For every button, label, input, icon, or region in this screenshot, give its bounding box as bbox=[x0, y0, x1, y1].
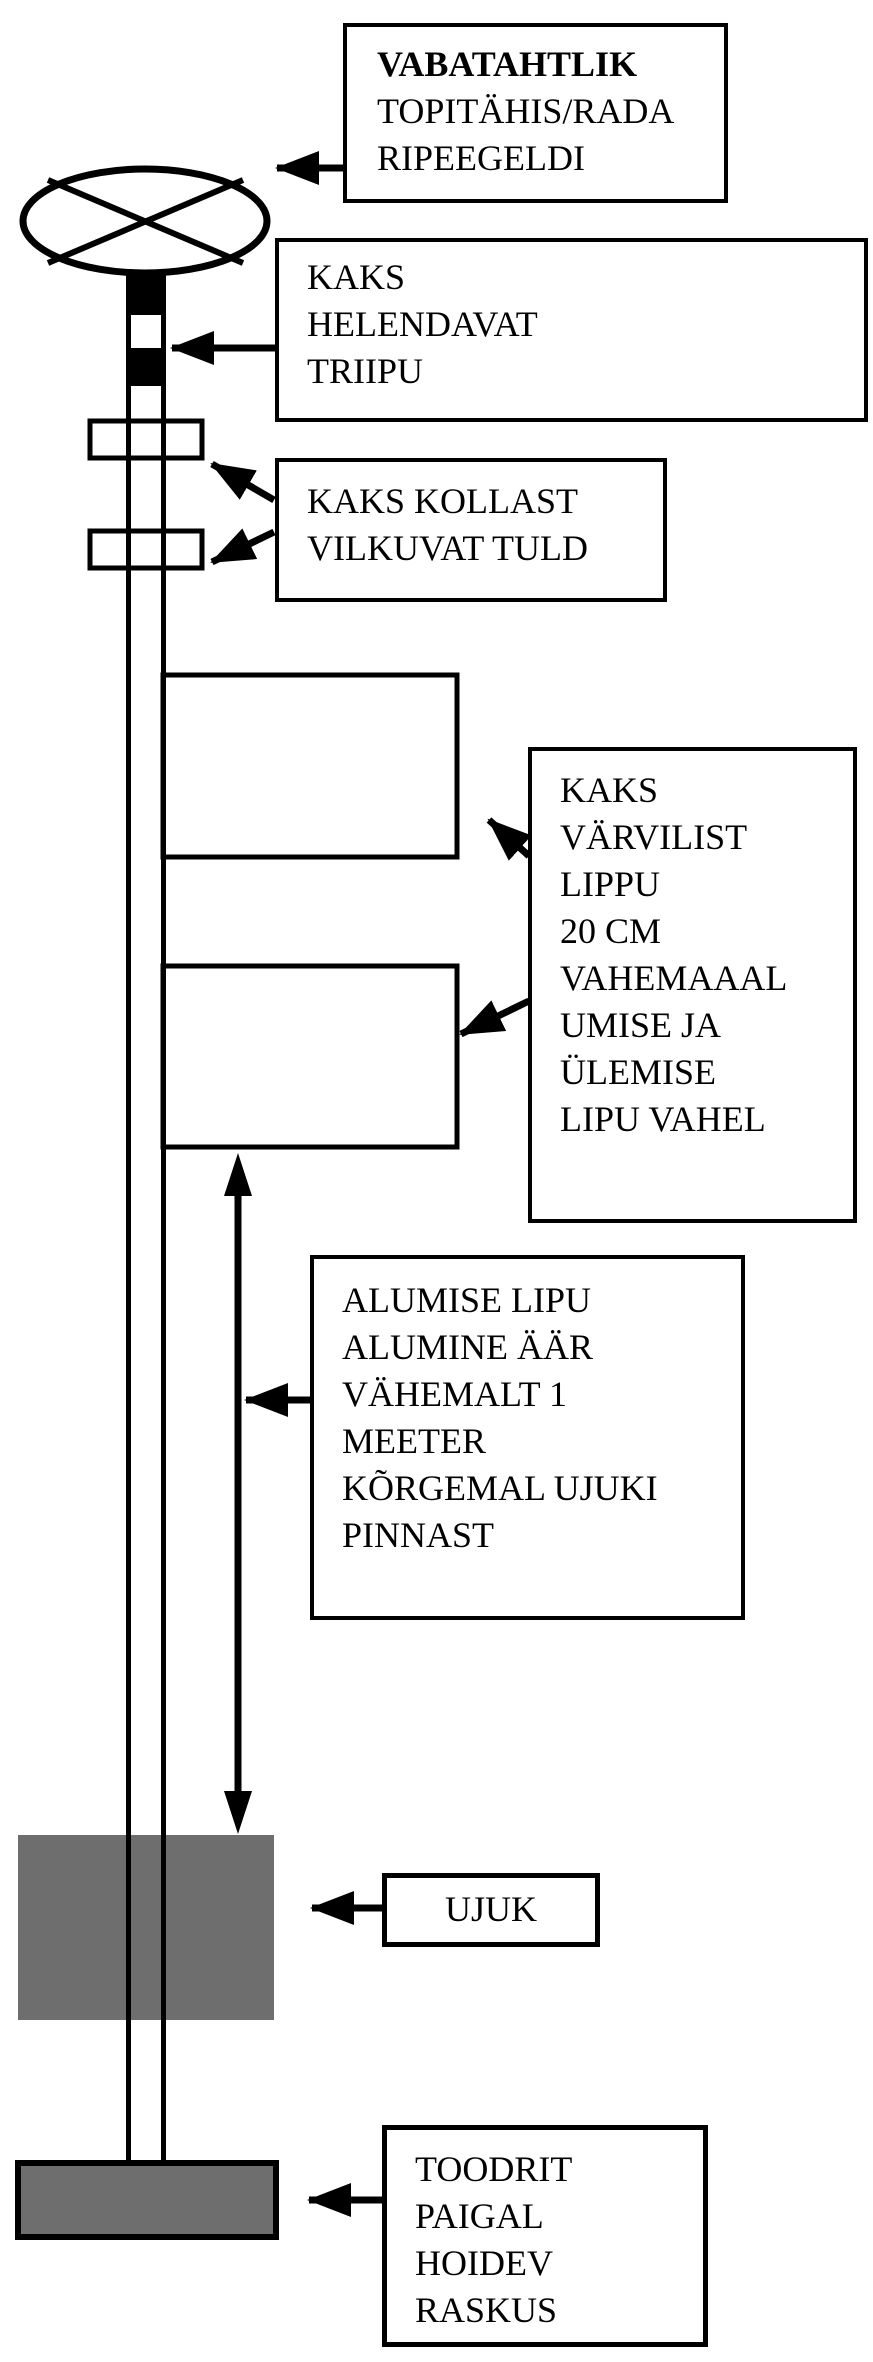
label-box-flags: KAKS VÄRVILIST LIPPU 20 CM VAHEMAAAL UMI… bbox=[528, 747, 857, 1223]
label-line: LIPPU bbox=[560, 864, 661, 904]
label-line: MEETER bbox=[342, 1421, 486, 1461]
label-line: ALUMISE LIPU bbox=[342, 1280, 591, 1320]
label-box-lights: KAKS KOLLAST VILKUVAT TULD bbox=[275, 458, 667, 602]
label-line: UMISE JA bbox=[560, 1005, 722, 1045]
label-line: HELENDAVAT bbox=[307, 304, 538, 344]
label-line: TOPITÄHIS/RADA bbox=[377, 91, 675, 131]
label-line: TOODRIT bbox=[415, 2149, 573, 2189]
label-line: VAHEMAAAL bbox=[560, 958, 788, 998]
arrow-light-1 bbox=[210, 460, 276, 504]
label-line: VILKUVAT TULD bbox=[307, 528, 589, 568]
label-box-weight: TOODRIT PAIGAL HOIDEV RASKUS bbox=[382, 2125, 708, 2347]
arrow-flag-1 bbox=[486, 817, 532, 861]
arrow-flag-2 bbox=[459, 997, 531, 1038]
float-rect bbox=[18, 1835, 274, 2020]
stripe-lower bbox=[126, 348, 166, 386]
label-line: VÄHEMALT 1 bbox=[342, 1374, 568, 1414]
label-line: PAIGAL bbox=[415, 2196, 544, 2236]
label-line: KAKS bbox=[560, 770, 659, 810]
label-line: RASKUS bbox=[415, 2290, 558, 2330]
label-line: KAKS bbox=[307, 257, 406, 297]
light-bar-2 bbox=[87, 528, 205, 571]
label-line: UJUK bbox=[444, 1889, 537, 1929]
flag-2 bbox=[160, 963, 460, 1150]
label-line: VÄRVILIST bbox=[560, 817, 748, 857]
label-line: ÜLEMISE bbox=[560, 1052, 716, 1092]
pole bbox=[126, 272, 166, 2163]
label-box-stripes: KAKS HELENDAVAT TRIIPU bbox=[275, 238, 868, 422]
light-bar-1 bbox=[87, 418, 205, 461]
topmark-x-icon bbox=[19, 165, 271, 277]
label-line: ALUMINE ÄÄR bbox=[342, 1327, 593, 1367]
label-line: PINNAST bbox=[342, 1515, 495, 1555]
weight-rect bbox=[15, 2160, 279, 2240]
flag-1 bbox=[160, 672, 460, 860]
arrow-light-2 bbox=[210, 528, 276, 566]
label-line: LIPU VAHEL bbox=[560, 1099, 766, 1139]
label-line: KÕRGEMAL UJUKI bbox=[342, 1468, 658, 1508]
label-line: RIPEEGELDI bbox=[377, 138, 585, 178]
label-line: 20 CM bbox=[560, 911, 662, 951]
label-line: VABATAHTLIK bbox=[377, 44, 638, 84]
label-box-float: UJUK bbox=[382, 1873, 600, 1947]
stripe-upper bbox=[126, 275, 166, 315]
label-line: TRIIPU bbox=[307, 351, 423, 391]
label-line: HOIDEV bbox=[415, 2243, 553, 2283]
height-arrow bbox=[224, 1153, 252, 1834]
label-box-topmark: VABATAHTLIK TOPITÄHIS/RADA RIPEEGELDI bbox=[343, 23, 728, 203]
label-line: KAKS KOLLAST bbox=[307, 481, 579, 521]
label-box-clearance: ALUMISE LIPU ALUMINE ÄÄR VÄHEMALT 1 MEET… bbox=[310, 1255, 745, 1620]
